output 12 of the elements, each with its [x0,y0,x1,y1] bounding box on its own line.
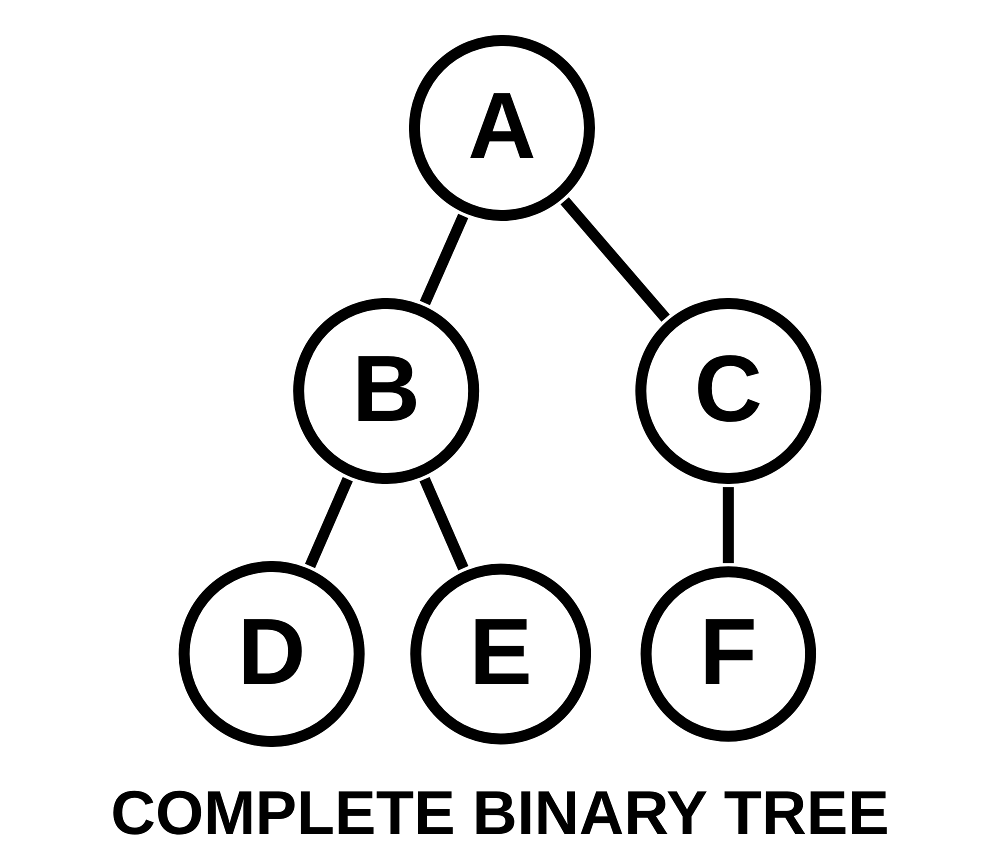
connector-line [560,197,670,322]
circle-node: E [410,564,592,744]
circle-node: A [408,34,595,221]
circle-node: B [293,298,480,484]
circle-node: F [640,566,816,742]
connector-line [420,476,468,570]
connector-line [722,487,734,564]
connector-line [420,214,468,306]
circle-node: C [635,298,822,484]
caption: COMPLETE BINARY TREE [110,778,890,850]
connector-line [304,476,353,568]
circle-node: D [178,561,365,748]
